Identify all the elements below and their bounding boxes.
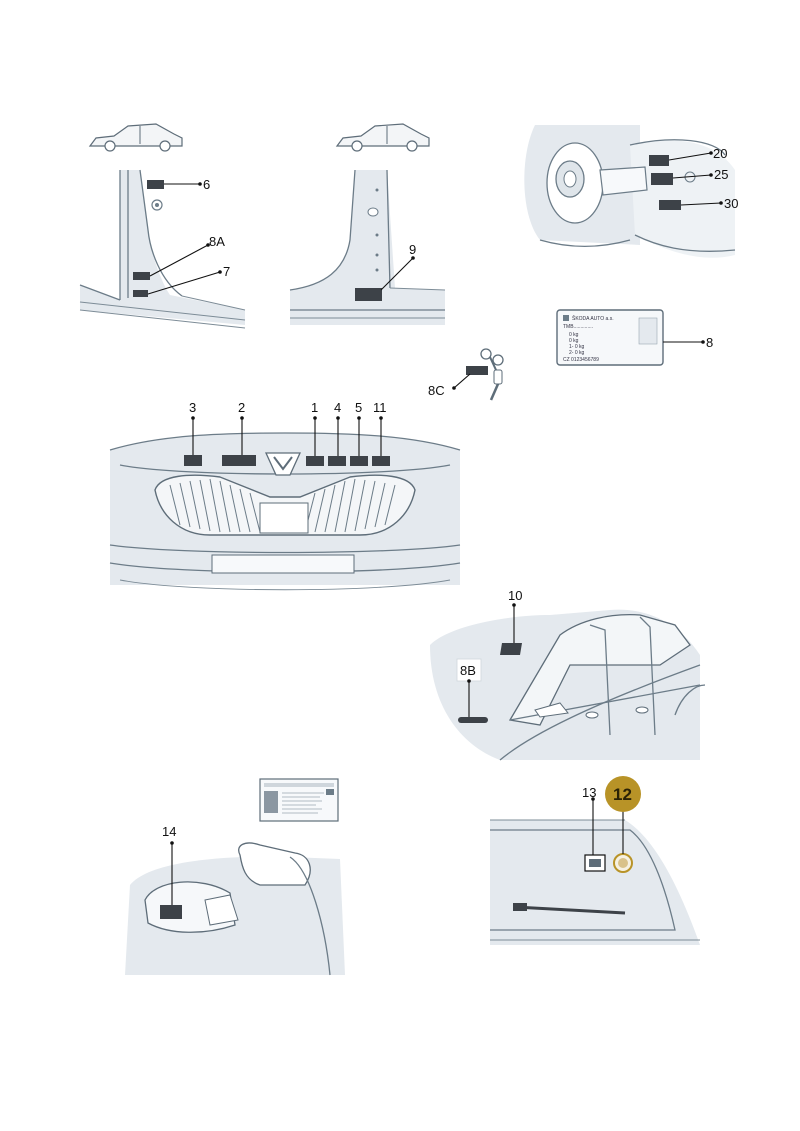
label-10: 10: [508, 588, 522, 603]
label-1: 1: [311, 400, 318, 415]
label-4: 4: [334, 400, 341, 415]
label-3: 3: [189, 400, 196, 415]
sticker-30: [659, 200, 681, 210]
plate-footer: CZ 0123456789: [563, 357, 599, 363]
panel-rear-window: 13 12: [485, 775, 710, 950]
car-side-icon-left: [88, 123, 183, 152]
sticker-8a: [133, 272, 150, 280]
panel-fuel-flap-14: 14: [110, 775, 360, 985]
label-12: 12: [613, 785, 632, 804]
sticker-14: [160, 905, 182, 919]
sticker-5: [350, 456, 368, 466]
label-2: 2: [238, 400, 245, 415]
label-9: 9: [409, 242, 416, 257]
car-side-icon-right: [335, 123, 430, 152]
panel-front-car: 3 2 1 4 5 11: [100, 395, 470, 605]
plate-line-6: 2- 0 kg: [569, 350, 585, 356]
badge-12: [605, 776, 641, 812]
label-8c: 8C: [428, 383, 445, 398]
label-20: 20: [713, 146, 727, 161]
sticker-6: [147, 180, 164, 189]
label-30: 30: [724, 196, 738, 211]
plate-line-1: ŠKODA AUTO a.s.: [572, 315, 614, 322]
sticker-2: [222, 455, 256, 466]
label-13: 13: [582, 785, 596, 800]
sticker-25: [651, 173, 673, 185]
label-5: 5: [355, 400, 362, 415]
vin-plate: [556, 309, 664, 366]
plate-line-4: 0 kg: [569, 338, 579, 344]
panel-b-pillar-right: 9: [285, 110, 465, 340]
plate-line-3: 0 kg: [569, 332, 579, 338]
panel-fuel-flap: 20 25 30: [515, 115, 790, 265]
sticker-4: [328, 456, 346, 466]
sticker-8b: [458, 717, 488, 723]
label-11: 11: [373, 400, 387, 415]
panel-b-pillar-left: 6 8A 7: [70, 110, 330, 340]
panel-keys: 8C: [420, 340, 525, 405]
sticker-9: [355, 288, 382, 301]
label-6: 6: [203, 177, 210, 192]
sticker-10: [500, 643, 522, 655]
plate-line-2: TMB..............: [563, 324, 593, 330]
label-8b: 8B: [460, 663, 476, 678]
label-8a: 8A: [209, 234, 225, 249]
sticker-7: [133, 290, 148, 297]
label-8: 8: [706, 335, 713, 350]
label-25: 25: [714, 167, 728, 182]
sticker-8c: [466, 366, 488, 375]
panel-vin-plate: ŠKODA AUTO a.s. TMB.............. 0 kg 0…: [555, 308, 730, 370]
plate-line-5: 1- 0 kg: [569, 344, 585, 350]
sticker-11: [372, 456, 390, 466]
panel-windscreen: 10 8B: [410, 585, 710, 770]
sticker-20: [649, 155, 669, 166]
label-7: 7: [223, 264, 230, 279]
sticker-3: [184, 455, 202, 466]
label-14: 14: [162, 824, 176, 839]
sticker-1: [306, 456, 324, 466]
